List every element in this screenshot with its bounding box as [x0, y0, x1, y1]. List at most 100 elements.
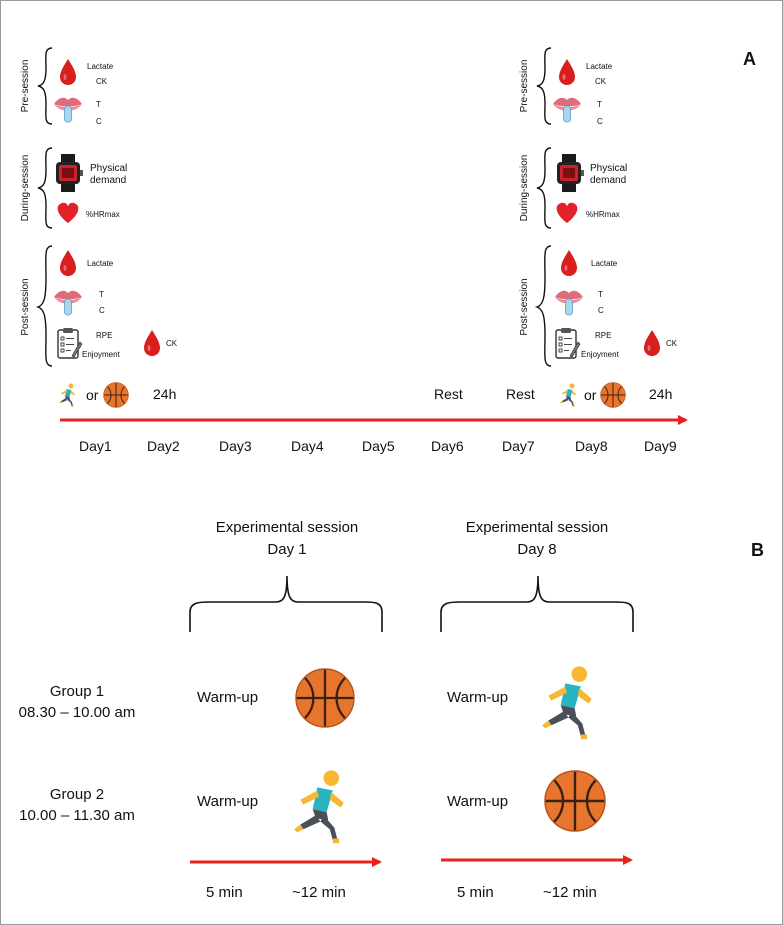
duration-label: 5 min [206, 884, 243, 901]
demand-label: demand [590, 175, 626, 186]
above-day6: Rest [434, 386, 463, 402]
saliva-swab-icon [53, 290, 83, 316]
session-day: Day 1 [267, 541, 306, 558]
phase-during-label: During-session [519, 155, 530, 222]
session-brace [440, 575, 634, 632]
day-label: Day7 [502, 438, 535, 454]
day-label: Day3 [219, 438, 252, 454]
hrmax-label: %HRmax [586, 210, 620, 219]
saliva-swab-icon [53, 97, 83, 123]
above-day7: Rest [506, 386, 535, 402]
marker-c-post: C [598, 306, 604, 315]
session-day: Day 8 [517, 541, 556, 558]
basketball-icon [600, 382, 626, 408]
blood-drop-icon [60, 250, 76, 276]
day-label: Day6 [431, 438, 464, 454]
phase-pre-label: Pre-session [20, 60, 31, 113]
marker-c-post: C [99, 306, 105, 315]
brace-post [534, 245, 552, 367]
warmup-label: Warm-up [447, 793, 508, 810]
group-name: Group 2 [50, 786, 104, 803]
marker-t-post: T [99, 290, 104, 299]
running-icon [59, 383, 75, 407]
session-headers: Experimental session Day 1 Experimental … [189, 519, 634, 632]
blood-drop-icon [644, 330, 660, 356]
watch-icon [56, 154, 83, 192]
marker-lactate: Lactate [586, 62, 613, 71]
phase-pre-label: Pre-session [519, 60, 530, 113]
marker-lactate-post: Lactate [87, 259, 114, 268]
enjoyment-label: Enjoyment [581, 350, 620, 359]
above-day9: 24h [649, 386, 672, 402]
brace-pre [37, 47, 53, 125]
or-text: or [584, 387, 597, 403]
marker-ck: CK [96, 77, 108, 86]
running-icon [542, 666, 592, 740]
saliva-swab-icon [552, 97, 582, 123]
ck-post-label: CK [166, 339, 178, 348]
phase-post-label: Post-session [519, 278, 530, 335]
session-brace [189, 575, 383, 632]
group-name: Group 1 [50, 683, 104, 700]
panel-b-letter: B [751, 540, 764, 560]
marker-c: C [597, 117, 603, 126]
marker-ck: CK [595, 77, 607, 86]
hrmax-label: %HRmax [86, 210, 120, 219]
group-rows: Group 1 08.30 – 10.00 am Group 2 10.00 –… [19, 666, 607, 844]
above-day2: 24h [153, 386, 176, 402]
marker-lactate: Lactate [87, 62, 114, 71]
ck-post-label: CK [666, 339, 678, 348]
group-time: 10.00 – 11.30 am [19, 807, 135, 824]
panel-a-left-column: Pre-session During-session Post-session … [20, 47, 178, 367]
watch-icon [557, 154, 584, 192]
marker-c: C [96, 117, 102, 126]
heart-icon [57, 202, 79, 223]
basketball-icon [294, 667, 356, 729]
blood-drop-icon [561, 250, 577, 276]
day-label: Day1 [79, 438, 112, 454]
basketball-icon [103, 382, 129, 408]
questionnaire-icon [57, 327, 83, 359]
running-icon [560, 383, 576, 407]
marker-lactate-post: Lactate [591, 259, 618, 268]
running-icon [294, 770, 344, 844]
day-label: Day4 [291, 438, 324, 454]
day-label: Day5 [362, 438, 395, 454]
marker-t: T [96, 100, 101, 109]
brace-pre [536, 47, 552, 125]
blood-drop-icon [144, 330, 160, 356]
marker-t-post: T [598, 290, 603, 299]
heart-icon [556, 202, 578, 223]
day-label: Day2 [147, 438, 180, 454]
duration-label: ~12 min [292, 884, 346, 901]
rpe-label: RPE [595, 331, 611, 340]
duration-label: 5 min [457, 884, 494, 901]
brace-during [37, 147, 53, 229]
enjoyment-label: Enjoyment [82, 350, 121, 359]
session-title: Experimental session [216, 519, 359, 536]
brace-post [35, 245, 53, 367]
brace-during [536, 147, 552, 229]
timeline: or 24h Rest Rest or 24h Day1 Day2 Day3 D… [59, 382, 688, 454]
physical-label: Physical [90, 163, 127, 174]
or-text: or [86, 387, 99, 403]
marker-t: T [597, 100, 602, 109]
blood-drop-icon [559, 59, 575, 85]
saliva-swab-icon [554, 290, 584, 316]
warmup-label: Warm-up [197, 793, 258, 810]
blood-drop-icon [60, 59, 76, 85]
warmup-label: Warm-up [447, 689, 508, 706]
physical-label: Physical [590, 163, 627, 174]
session-title: Experimental session [466, 519, 609, 536]
group-time: 08.30 – 10.00 am [19, 704, 136, 721]
questionnaire-icon [555, 327, 581, 359]
demand-label: demand [90, 175, 126, 186]
basketball-icon [543, 769, 607, 833]
day-label: Day8 [575, 438, 608, 454]
duration-label: ~12 min [543, 884, 597, 901]
phase-post-label: Post-session [20, 278, 31, 335]
duration-arrows: 5 min ~12 min 5 min ~12 min [190, 855, 633, 901]
panel-a-letter: A [743, 49, 756, 69]
